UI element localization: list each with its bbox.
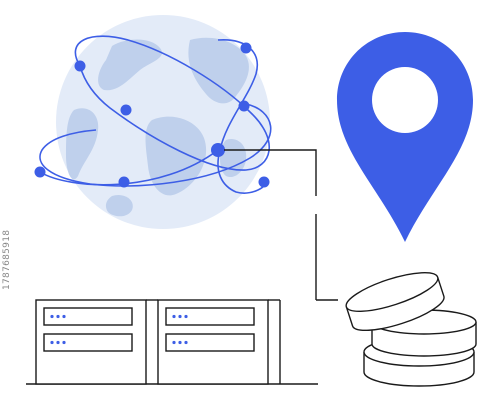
orbit-node [34, 166, 46, 178]
coin-stack-icon [345, 271, 477, 387]
orbit-node [258, 176, 270, 188]
stock-id-label: 1787685918 [2, 229, 12, 290]
server-led-lights [50, 314, 188, 345]
orbit-node [118, 176, 130, 188]
orbit-node-hub [211, 143, 225, 157]
orbit-node [240, 42, 252, 54]
orbit-node [74, 60, 86, 72]
orbit-node [238, 100, 250, 112]
globe-icon [56, 15, 270, 229]
orbit-node [120, 104, 132, 116]
server-rack-icon [26, 299, 318, 385]
location-pin-icon [337, 32, 473, 242]
orbit-nodes [34, 42, 270, 188]
connector-lines [224, 149, 338, 301]
